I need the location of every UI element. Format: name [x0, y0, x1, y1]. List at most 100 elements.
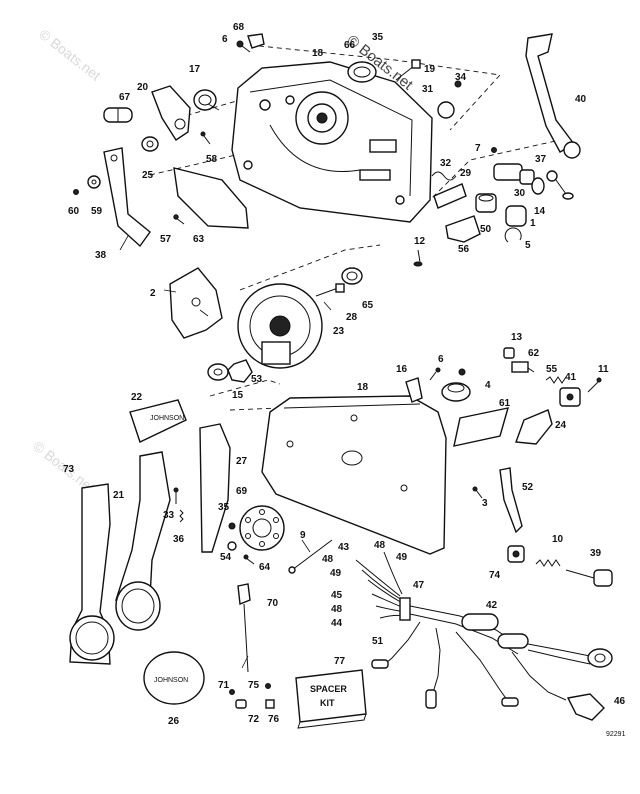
label-72: 72 [248, 714, 260, 725]
label-21: 21 [113, 490, 125, 501]
label-13: 13 [511, 332, 523, 343]
part-74-block [507, 545, 525, 563]
guide-line [249, 44, 501, 131]
spacer-kit-line1: SPACER [310, 684, 347, 694]
part-1-bushing [505, 205, 527, 227]
part-70-pin [237, 583, 251, 673]
label-49b: 49 [330, 568, 342, 579]
label-25: 25 [142, 170, 154, 181]
label-51: 51 [372, 636, 384, 647]
watermark-top-left: © Boats.net [36, 26, 104, 84]
label-39: 39 [590, 548, 602, 559]
part-20-hole [174, 118, 186, 130]
label-23: 23 [333, 326, 345, 337]
label-2: 2 [150, 288, 156, 299]
part-52-clip [499, 467, 523, 534]
label-35b: 35 [218, 502, 230, 513]
part-64-screw [243, 554, 255, 565]
label-70: 70 [267, 598, 279, 609]
label-14: 14 [534, 206, 546, 217]
label-69: 69 [236, 486, 248, 497]
part-31-disc [437, 101, 455, 119]
part-46-boot [566, 693, 605, 721]
label-6b: 6 [438, 354, 444, 365]
part-39-rod [565, 569, 613, 587]
part-9-rod [288, 539, 333, 574]
part-2-bracket [169, 267, 223, 339]
label-16: 16 [396, 364, 408, 375]
label-55: 55 [546, 364, 558, 375]
part-59-hole [110, 154, 118, 162]
guide-line [239, 244, 381, 291]
part-34-ball [454, 80, 462, 88]
label-64: 64 [259, 562, 271, 573]
label-44: 44 [331, 618, 343, 629]
label-18a: 18 [312, 48, 324, 59]
label-61: 61 [499, 398, 511, 409]
label-28: 28 [346, 312, 358, 323]
label-18b: 18 [357, 382, 369, 393]
leader-lines [119, 103, 332, 669]
part-57-screw [173, 214, 185, 225]
label-29: 29 [460, 168, 472, 179]
part-6-screw [236, 40, 251, 53]
part-60-screw [73, 189, 79, 195]
label-62: 62 [528, 348, 540, 359]
label-74: 74 [489, 570, 501, 581]
label-26: 26 [168, 716, 180, 727]
part-15-washer [207, 363, 229, 381]
label-42: 42 [486, 600, 498, 611]
label-52: 52 [522, 482, 534, 493]
part-26-decal-text: JOHNSON [154, 677, 188, 684]
label-10: 10 [552, 534, 564, 545]
label-49a: 49 [396, 552, 408, 563]
part-71-ball [229, 689, 235, 695]
part-66-bushing [347, 61, 377, 83]
part-labels: 68 6 18 66 35 19 34 31 20 17 67 40 58 25… [63, 22, 626, 727]
part-63-plate [173, 167, 249, 229]
guide-line [209, 379, 281, 397]
part-68-clip [247, 33, 265, 49]
part-25-washer [141, 136, 159, 152]
label-48a: 48 [374, 540, 386, 551]
label-15: 15 [232, 390, 244, 401]
part-24-bracket [515, 409, 553, 445]
part-16-clip [405, 377, 423, 403]
part-72-block [235, 699, 247, 709]
part-27-channel [199, 423, 231, 553]
cover-hole [341, 450, 363, 466]
part-7-ball [491, 147, 497, 153]
part-77-spacer-kit: SPACER KIT [295, 669, 367, 729]
label-43: 43 [338, 542, 350, 553]
label-48c: 48 [331, 604, 343, 615]
part-28-bolt [315, 283, 345, 297]
part-2-hole [191, 297, 201, 307]
label-57: 57 [160, 234, 172, 245]
part-67-plug [103, 107, 133, 123]
part-14-ring [531, 177, 545, 195]
part-59-lever [103, 147, 151, 248]
label-66: 66 [344, 40, 356, 51]
part-60-washer [87, 175, 101, 189]
label-7: 7 [475, 143, 481, 154]
label-53: 53 [251, 374, 263, 385]
part-36-spring [179, 509, 184, 523]
label-47: 47 [413, 580, 425, 591]
part-3-screw [472, 486, 483, 499]
part-32-spring [431, 171, 457, 181]
part-22-logo: JOHNSON [150, 415, 184, 422]
label-27: 27 [236, 456, 248, 467]
part-37-pin [546, 170, 574, 200]
part-53-nut [227, 359, 253, 383]
label-24: 24 [555, 420, 567, 431]
label-68: 68 [233, 22, 245, 33]
part-54-washer [227, 541, 237, 551]
label-71: 71 [218, 680, 230, 691]
label-63: 63 [193, 234, 205, 245]
label-75: 75 [248, 680, 260, 691]
part-11-screw [587, 377, 602, 393]
label-32: 32 [440, 158, 452, 169]
label-37: 37 [535, 154, 547, 165]
part-13-plug [503, 347, 515, 359]
